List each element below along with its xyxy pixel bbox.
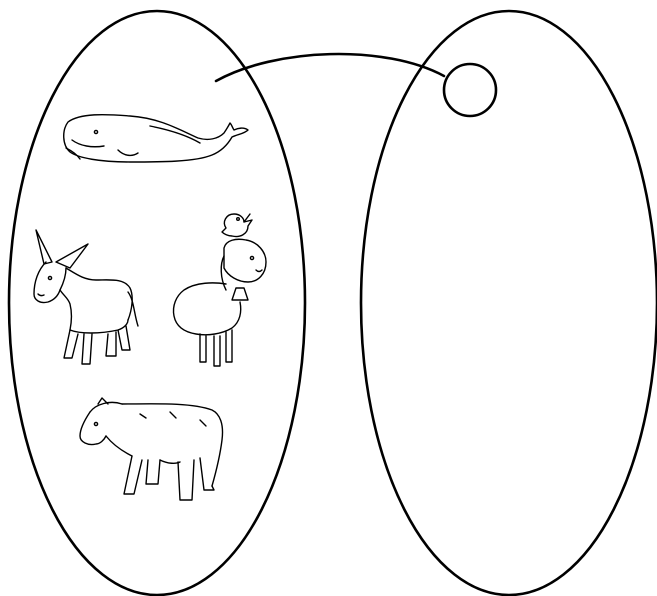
right-set-ellipse	[361, 11, 657, 595]
whale-icon	[64, 115, 248, 162]
donkey-icon	[34, 230, 138, 364]
empty-circle-icon[interactable]	[444, 64, 496, 116]
left-set-ellipse	[9, 11, 305, 595]
sheep-with-bird-icon	[173, 239, 266, 366]
bear-icon	[80, 398, 223, 500]
bird-icon	[222, 214, 252, 237]
